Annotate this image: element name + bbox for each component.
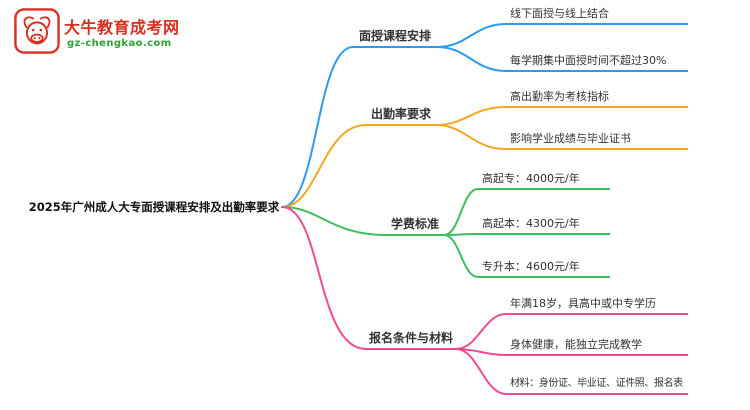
branch-node-tuition: 学费标准 xyxy=(386,215,444,236)
leaf-node: 高起专：4000元/年 xyxy=(478,169,610,190)
connector-branch3-leaf3 xyxy=(443,234,479,278)
site-domain-text: gz-chengkao.com xyxy=(67,38,172,49)
site-logo: 大牛教育成考网 gz-chengkao.com xyxy=(12,6,212,58)
root-node: 2025年广州成人大专面授课程安排及出勤率要求 xyxy=(28,200,280,214)
connector-root-branch-1 xyxy=(281,46,354,208)
leaf-node: 高出勤率为考核指标 xyxy=(506,87,688,108)
brand-text: 大牛教育成考网 xyxy=(64,18,180,37)
leaf-node: 年满18岁，具高中或中专学历 xyxy=(506,294,688,315)
leaf-node: 影响学业成绩与毕业证书 xyxy=(506,129,688,150)
connector-branch2-leaf2 xyxy=(435,124,507,150)
connector-root-branch-2 xyxy=(281,124,367,208)
leaf-node: 专升本：4600元/年 xyxy=(478,257,610,278)
connector-branch3-leaf2 xyxy=(443,233,479,236)
connector-branch4-leaf1 xyxy=(455,313,507,350)
branch-node-enrollment: 报名条件与材料 xyxy=(366,329,456,350)
connector-branch1-leaf1 xyxy=(436,23,507,48)
branch-node-course-schedule: 面授课程安排 xyxy=(353,27,437,48)
branch-node-attendance: 出勤率要求 xyxy=(366,105,436,126)
leaf-node: 每学期集中面授时间不超过30% xyxy=(506,51,688,72)
connector-branch3-leaf1 xyxy=(443,188,479,236)
bull-logo-icon xyxy=(14,8,60,54)
leaf-node: 高起本：4300元/年 xyxy=(478,214,610,235)
leaf-node: 线下面授与线上结合 xyxy=(506,4,688,25)
leaf-node: 材料：身份证、毕业证、证件照、报名表 xyxy=(506,374,688,395)
connector-branch2-leaf1 xyxy=(435,106,507,126)
connector-root-branch-3 xyxy=(281,206,387,236)
connector-branch4-leaf3 xyxy=(455,348,507,395)
leaf-node: 身体健康，能独立完成教学 xyxy=(506,335,688,356)
connector-branch1-leaf2 xyxy=(436,46,507,72)
connector-root-branch-4 xyxy=(281,206,367,350)
